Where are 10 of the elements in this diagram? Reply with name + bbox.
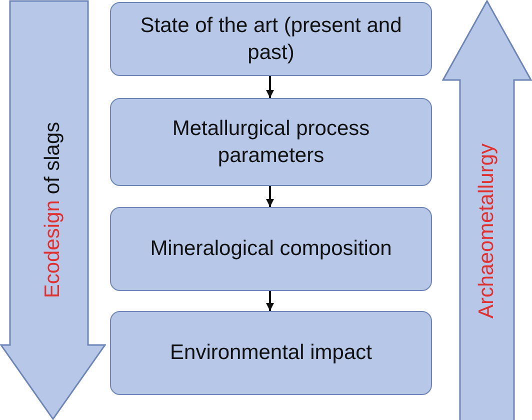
process-box: State of the art (present and past): [110, 2, 432, 76]
arrow: [266, 186, 274, 207]
arrow: [266, 76, 274, 98]
arrow-label: Archaeometallurgy: [475, 143, 498, 319]
arrow-label: Ecodesign: [41, 199, 64, 298]
arrow: [266, 291, 274, 311]
arrow-label: of slags: [41, 122, 64, 194]
process-box: Metallurgical process parameters: [110, 98, 432, 186]
process-box: Environmental impact: [110, 311, 432, 395]
process-box: Mineralogical composition: [110, 207, 432, 291]
